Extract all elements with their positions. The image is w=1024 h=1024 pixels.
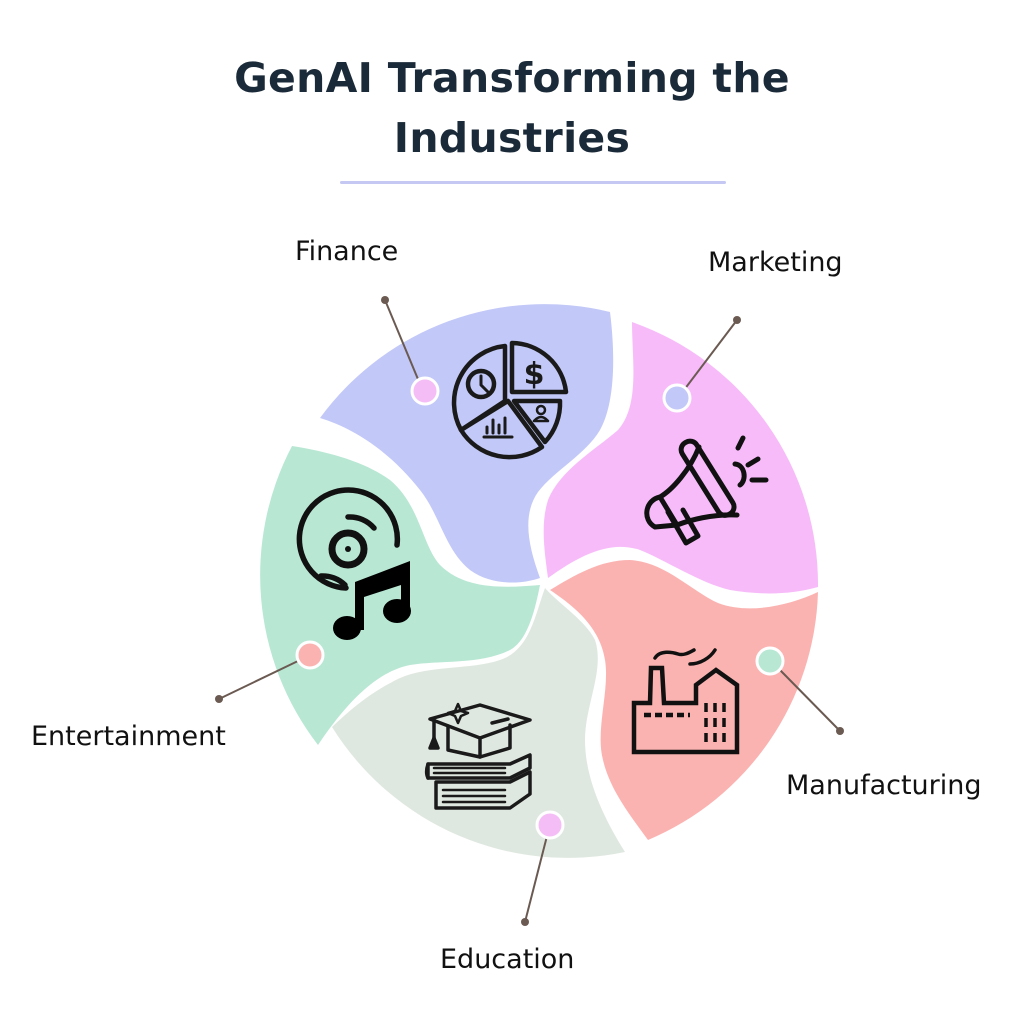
petal-finance[interactable] [320,304,614,583]
label-marketing: Marketing [708,247,843,278]
finance-pie-chart-icon: $ [451,340,569,460]
petal-manufacturing[interactable] [550,560,818,840]
connector-manufacturing [755,646,844,735]
title-line-1: GenAI Transforming the [234,54,790,102]
petal-education[interactable] [332,588,625,858]
label-education: Education [440,944,575,975]
connector-education [521,810,565,926]
connector-entertainment [215,640,325,703]
music-disc-icon [296,487,411,640]
petal-marketing[interactable] [543,322,819,594]
title-underline [340,181,726,184]
label-finance: Finance [295,236,399,267]
connector-marketing [662,316,741,413]
label-manufacturing: Manufacturing [786,770,982,801]
label-entertainment: Entertainment [31,721,226,752]
megaphone-icon [644,435,769,546]
svg-text:$: $ [524,357,545,392]
title-line-2: Industries [393,114,631,162]
graduation-books-icon [424,702,532,810]
connector-finance [381,296,440,406]
factory-icon [631,648,740,755]
page-title: GenAI Transforming the Industries [0,48,1024,168]
petal-entertainment[interactable] [260,446,540,745]
